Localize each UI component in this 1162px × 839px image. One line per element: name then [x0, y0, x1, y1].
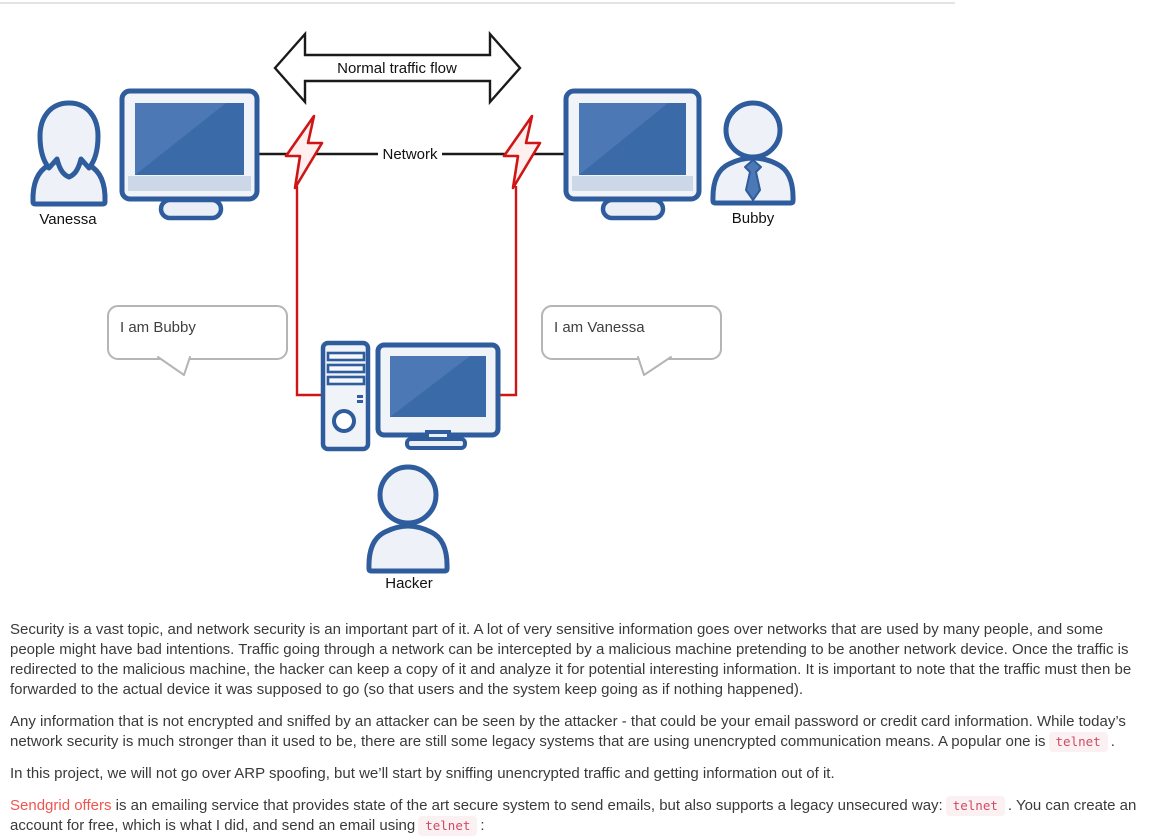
- intercept-line-left: [295, 186, 323, 397]
- paragraph-text: Any information that is not encrypted an…: [10, 713, 1126, 750]
- right-speech-bubble: I am Vanessa: [541, 305, 722, 376]
- paragraph-project-scope: In this project, we will not go over ARP…: [10, 764, 1150, 784]
- hacker-user-icon: [366, 464, 450, 574]
- arrow-label: Normal traffic flow: [337, 60, 457, 77]
- paragraph-unencrypted-info: Any information that is not encrypted an…: [10, 712, 1150, 752]
- network-attack-diagram: Normal traffic flow Network Vanessa: [0, 4, 1162, 604]
- paragraph-security-intro: Security is a vast topic, and network se…: [10, 620, 1150, 700]
- bubby-label: Bubby: [732, 210, 775, 227]
- vanessa-monitor-icon: [119, 88, 260, 221]
- vanessa-user-icon: [30, 100, 108, 207]
- intercept-line-right: [498, 186, 518, 397]
- paragraph-text: . You can create an account for free, wh…: [10, 797, 1137, 834]
- paragraph-text: :: [480, 817, 485, 834]
- paragraph-sendgrid: Sendgrid offers is an emailing service t…: [10, 796, 1150, 836]
- telnet-code-chip: telnet: [1048, 732, 1108, 752]
- right-bubble-text: I am Vanessa: [554, 319, 645, 336]
- bubby-monitor-icon: [563, 88, 702, 221]
- normal-traffic-flow-arrow: Normal traffic flow: [273, 30, 522, 106]
- bubby-user-icon: [710, 100, 796, 206]
- paragraph-text: In this project, we will not go over ARP…: [10, 765, 835, 782]
- paragraph-text: is an emailing service that provides sta…: [111, 797, 943, 814]
- telnet-code-chip: telnet: [418, 816, 478, 836]
- hacker-label: Hacker: [385, 575, 433, 592]
- lightning-bolt-right-icon: [502, 114, 542, 190]
- hacker-tower-icon: [320, 340, 371, 452]
- double-arrow-icon: [273, 30, 522, 106]
- vanessa-label: Vanessa: [39, 211, 97, 228]
- top-divider: [0, 2, 955, 4]
- paragraph-text: Security is a vast topic, and network se…: [10, 621, 1132, 698]
- telnet-code-chip: telnet: [945, 796, 1005, 816]
- article-body: Security is a vast topic, and network se…: [0, 604, 1162, 836]
- lightning-bolt-left-icon: [284, 114, 324, 190]
- tie-icon: [744, 159, 762, 201]
- sendgrid-link[interactable]: Sendgrid offers: [10, 797, 112, 814]
- network-label: Network: [382, 146, 438, 163]
- left-bubble-text: I am Bubby: [120, 319, 196, 336]
- left-speech-bubble: I am Bubby: [107, 305, 288, 376]
- hacker-monitor-icon: [375, 342, 501, 450]
- paragraph-text: .: [1110, 733, 1115, 750]
